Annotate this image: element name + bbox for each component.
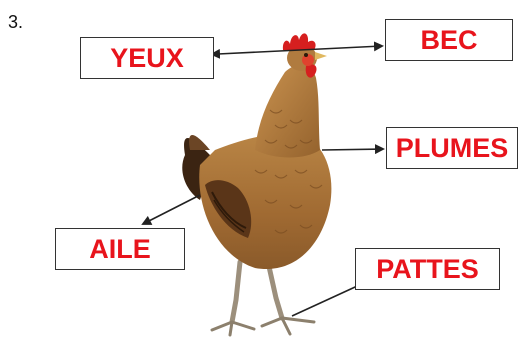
label-yeux-text: YEUX bbox=[110, 42, 184, 73]
hen-body bbox=[199, 133, 332, 270]
hen-neck bbox=[255, 65, 320, 158]
label-aile: AILE bbox=[55, 228, 185, 270]
question-number: 3. bbox=[8, 12, 24, 32]
label-yeux: YEUX bbox=[80, 37, 214, 79]
label-bec: BEC bbox=[385, 19, 513, 61]
arrow-aile bbox=[141, 194, 201, 225]
hen-eye bbox=[304, 53, 308, 57]
pointer-arrows bbox=[141, 41, 385, 317]
label-pattes: PATTES bbox=[355, 248, 500, 290]
label-plumes-text: PLUMES bbox=[395, 132, 509, 163]
arrow-plumes bbox=[321, 144, 385, 155]
label-plumes: PLUMES bbox=[386, 127, 518, 169]
label-aile-text: AILE bbox=[89, 233, 151, 264]
hen-wing bbox=[205, 180, 252, 238]
hen-feet bbox=[210, 316, 316, 337]
hen-wattle bbox=[305, 64, 317, 78]
hen-legs bbox=[229, 259, 285, 325]
hen-comb bbox=[282, 33, 316, 50]
arrow-pattes bbox=[291, 280, 368, 317]
arrow-yeux-bec bbox=[210, 41, 384, 59]
hen-beak bbox=[315, 52, 327, 60]
label-pattes-text: PATTES bbox=[376, 253, 479, 284]
label-bec-text: BEC bbox=[420, 24, 478, 55]
hen-illustration bbox=[182, 33, 332, 337]
